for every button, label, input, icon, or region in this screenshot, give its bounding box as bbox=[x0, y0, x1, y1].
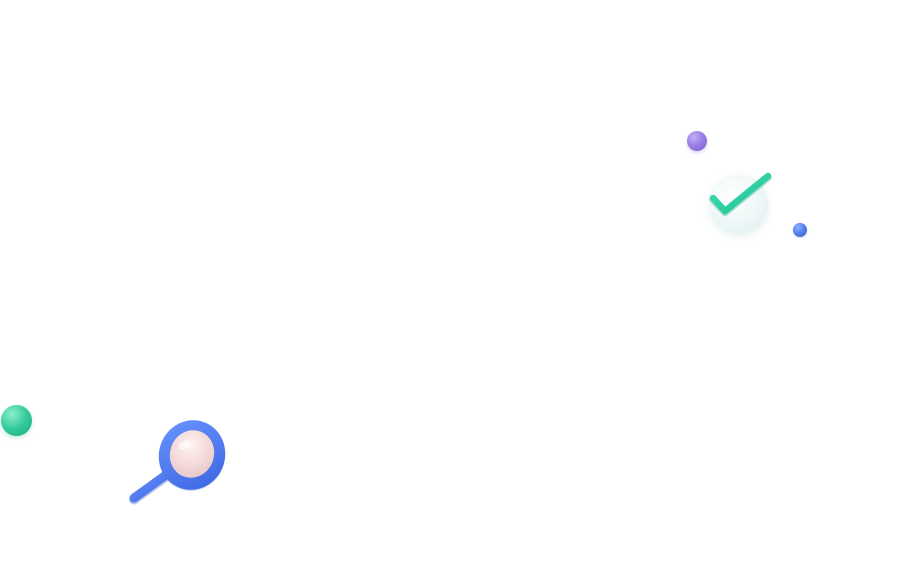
green-orb-decoration bbox=[1, 405, 32, 436]
checkmark-badge bbox=[700, 166, 780, 238]
magnifier-icon bbox=[129, 420, 226, 505]
purple-orb-decoration bbox=[687, 131, 707, 151]
checkmark-icon bbox=[709, 172, 772, 217]
blue-orb-decoration bbox=[793, 223, 807, 237]
